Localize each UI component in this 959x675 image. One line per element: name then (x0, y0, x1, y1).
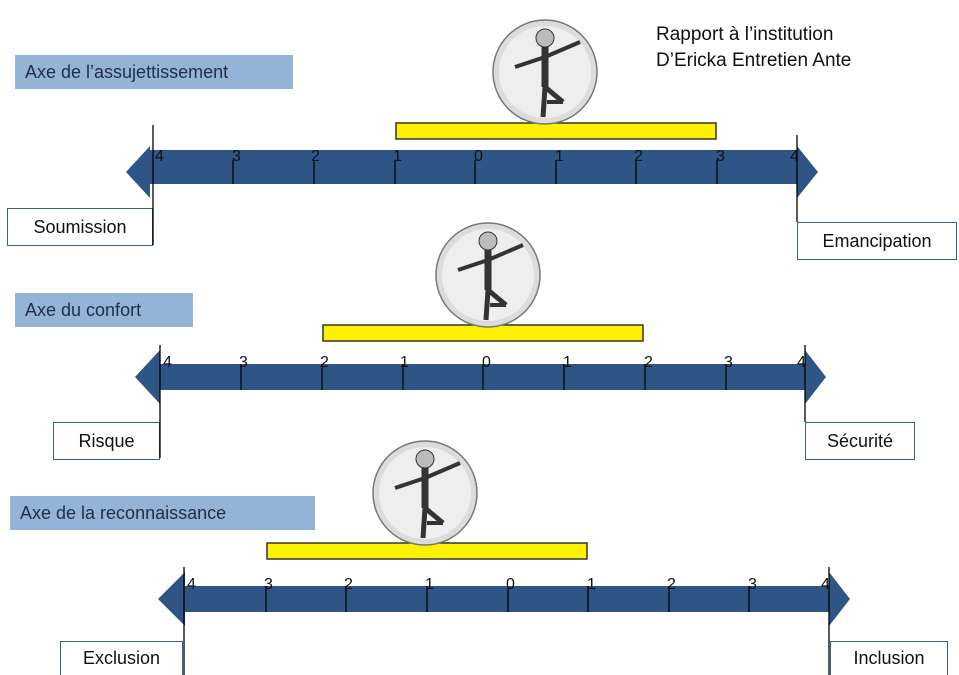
axis-arrow (135, 350, 826, 404)
tick-label: 3 (239, 354, 248, 371)
axis-title-assujettissement: Axe de l’assujettissement (15, 55, 293, 89)
tick-lines (232, 160, 718, 184)
tick-lines (240, 364, 727, 390)
tick-label: 0 (474, 148, 483, 165)
tick-label: 0 (506, 576, 515, 593)
tick-label: 4 (187, 576, 196, 593)
right-label-inclusion: Inclusion (830, 641, 948, 675)
tick-label: 2 (644, 354, 653, 371)
tick-label: 2 (320, 354, 329, 371)
tick-label: 3 (748, 576, 757, 593)
right-label-securite: Sécurité (805, 422, 915, 460)
tick-label: 4 (155, 148, 164, 165)
axis-reconnaissance (158, 542, 850, 675)
axis-arrow (158, 572, 850, 626)
axis-title-reconnaissance: Axe de la reconnaissance (10, 496, 315, 530)
tick-label: 3 (724, 354, 733, 371)
tick-label: 1 (400, 354, 409, 371)
tick-label: 4 (163, 354, 172, 371)
left-label-exclusion: Exclusion (60, 641, 183, 675)
left-label-soumission: Soumission (7, 208, 153, 246)
report-title-line2: D’Ericka Entretien Ante (656, 50, 852, 71)
tick-label: 2 (634, 148, 643, 165)
tick-label: 1 (393, 148, 402, 165)
tick-label: 1 (587, 576, 596, 593)
tick-label: 4 (821, 576, 830, 593)
balancing-figure-icon (372, 440, 478, 546)
tick-label: 1 (555, 148, 564, 165)
tick-label: 3 (232, 148, 241, 165)
tick-label: 0 (482, 354, 491, 371)
tick-label: 1 (425, 576, 434, 593)
tick-label: 3 (716, 148, 725, 165)
tick-label: 4 (790, 148, 799, 165)
left-label-risque: Risque (53, 422, 160, 460)
axis-title-confort: Axe du confort (15, 293, 193, 327)
tick-label: 4 (797, 354, 806, 371)
balancing-figure-icon (492, 19, 598, 125)
tick-lines (265, 586, 750, 612)
axis-assujettissement (126, 122, 818, 245)
tick-label: 1 (563, 354, 572, 371)
balancing-figure-icon (435, 222, 541, 328)
tick-label: 2 (667, 576, 676, 593)
right-label-emancipation: Emancipation (797, 222, 957, 260)
axis-confort (135, 324, 826, 458)
report-title-line1: Rapport à l’institution (656, 24, 834, 45)
tick-label: 3 (264, 576, 273, 593)
position-bar (395, 122, 717, 140)
axis-arrow (126, 146, 818, 198)
tick-label: 2 (344, 576, 353, 593)
tick-label: 2 (311, 148, 320, 165)
